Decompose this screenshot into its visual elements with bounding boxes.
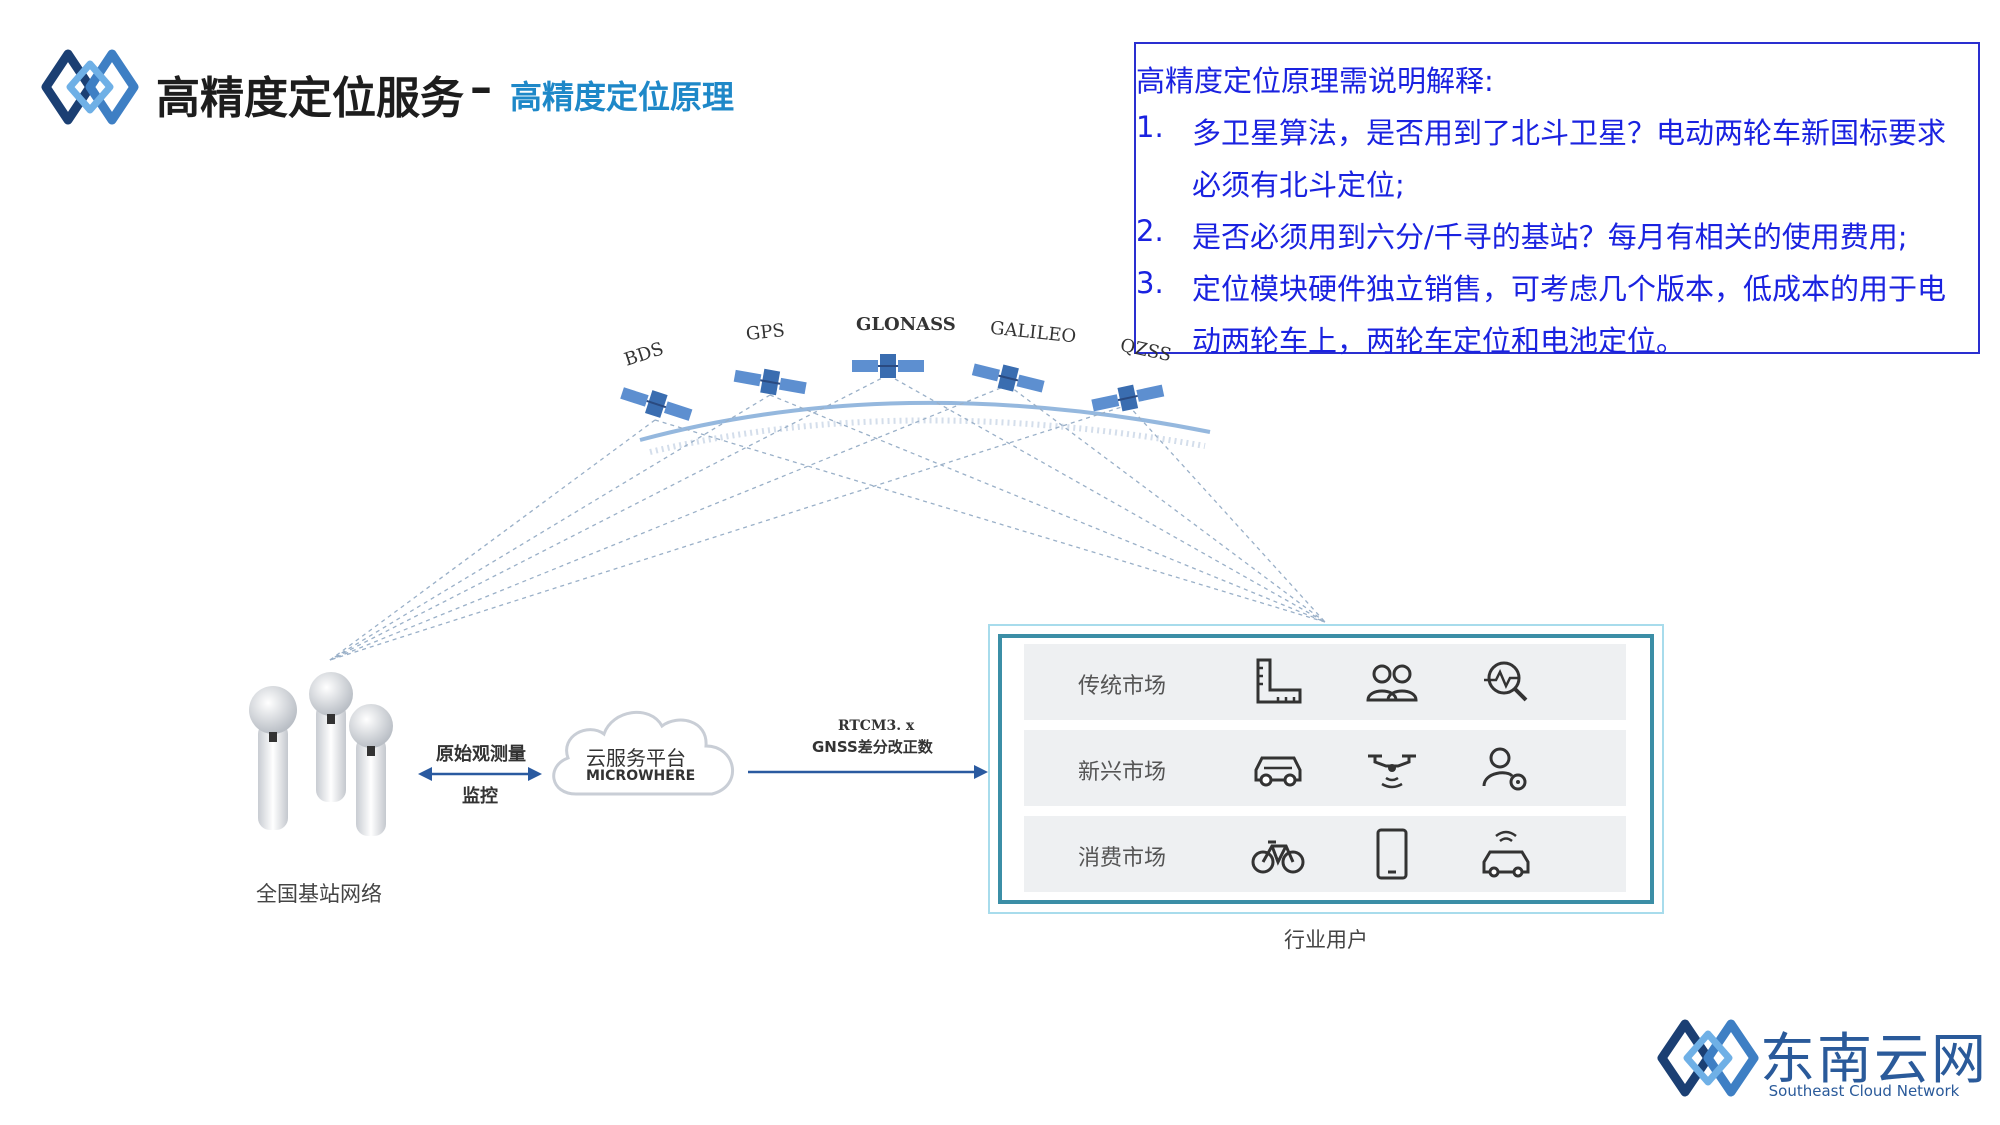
market-label: 传统市场 <box>1078 674 1167 699</box>
note-text: 定位模块硬件独立销售，可考虑几个版本，低成本的用于电 <box>1192 272 1947 306</box>
satellite-label-glonass: GLONASS <box>856 314 956 335</box>
market-row-consumer: 消费市场 <box>1024 816 1626 892</box>
company-logo-text: 东南云网 <box>1760 1027 1989 1091</box>
satellite-icon <box>971 363 1045 393</box>
satellite-icon <box>1091 384 1165 412</box>
analytics-search-icon <box>1484 661 1528 702</box>
note-text: 是否必须用到六分/千寻的基站？每月有相关的使用费用; <box>1192 220 1908 254</box>
cloud-icon <box>552 710 735 796</box>
satellite-icon <box>733 368 807 396</box>
notes-heading: 高精度定位原理需说明解释: <box>1136 64 1494 98</box>
users-panel-outer <box>988 624 1664 914</box>
link-label-raw-observation: 原始观测量 <box>436 744 526 765</box>
note-number: 2. <box>1136 214 1164 248</box>
note-number: 1. <box>1136 110 1164 144</box>
note-text: 动两轮车上，两轮车定位和电池定位。 <box>1192 324 1686 358</box>
note-text: 必须有北斗定位; <box>1192 168 1405 202</box>
notes-box: 高精度定位原理需说明解释: 1. 多卫星算法，是否用到了北斗卫星？电动两轮车新国… <box>1134 42 1980 358</box>
market-label: 消费市场 <box>1078 846 1167 871</box>
satellite-icon <box>852 354 924 378</box>
satellite-icon <box>620 387 693 421</box>
market-row-traditional: 传统市场 <box>1024 644 1626 720</box>
brand-logo-icon <box>41 49 139 125</box>
base-station-icon <box>249 672 393 836</box>
company-tagline: Southeast Cloud Network <box>1768 1082 1960 1100</box>
bicycle-icon <box>1251 840 1305 874</box>
note-number: 3. <box>1136 266 1164 300</box>
page-subtitle: 高精度定位原理 <box>510 78 735 116</box>
user-settings-icon <box>1482 747 1527 791</box>
car-icon <box>1254 756 1302 787</box>
link-label-monitoring: 监控 <box>462 786 498 807</box>
company-logo-icon <box>1657 1019 1759 1097</box>
note-text: 多卫星算法，是否用到了北斗卫星？电动两轮车新国标要求 <box>1192 116 1947 150</box>
link-label-gnss-correction: GNSS差分改正数 <box>812 738 933 756</box>
cloud-subtitle: MICROWHERE <box>586 768 696 784</box>
phone-icon <box>1376 828 1408 880</box>
title-separator: – <box>470 62 492 113</box>
connected-car-icon <box>1482 830 1530 878</box>
link-label-rtcm: RTCM3. x <box>838 718 915 734</box>
users-caption: 行业用户 <box>1284 928 1368 952</box>
page-title: 高精度定位服务 <box>156 73 464 124</box>
users-icon <box>1366 664 1418 702</box>
drone-icon <box>1368 754 1416 789</box>
stations-caption: 全国基站网络 <box>256 882 382 906</box>
satellite-label-gps: GPS <box>745 320 786 345</box>
market-row-emerging: 新兴市场 <box>1024 730 1626 806</box>
ruler-icon <box>1256 658 1302 704</box>
cloud-title: 云服务平台 <box>586 746 686 770</box>
market-label: 新兴市场 <box>1078 760 1167 785</box>
